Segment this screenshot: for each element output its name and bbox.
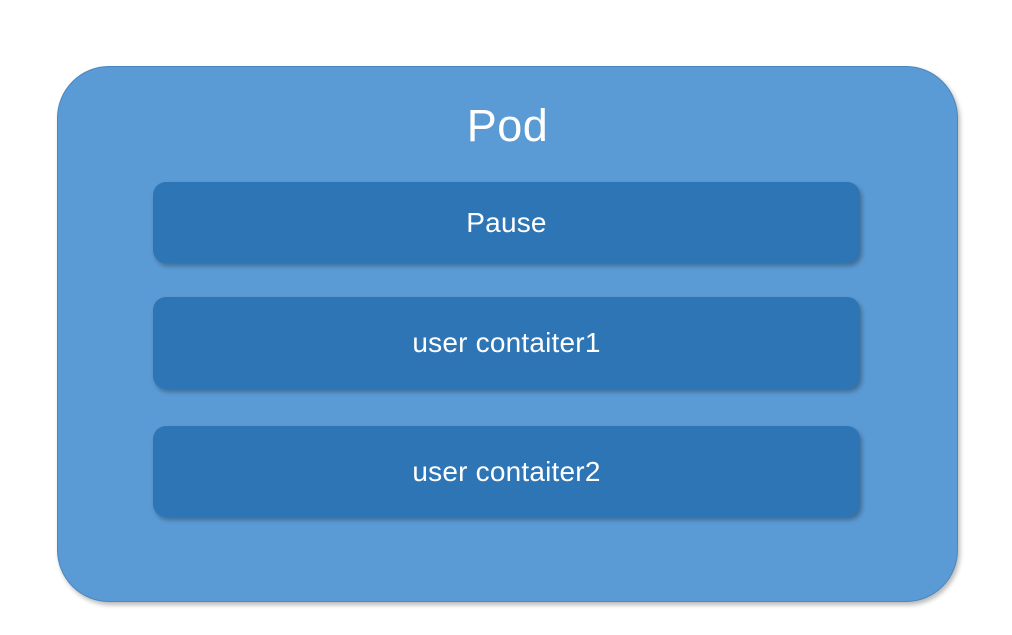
container-box-pause: Pause	[153, 182, 860, 263]
pod-title: Pod	[466, 100, 549, 151]
pod-container: Pod Pause user contaiter1 user contaiter…	[57, 66, 958, 602]
container-box-user1: user contaiter1	[153, 297, 860, 389]
container-label-pause: Pause	[466, 206, 547, 238]
container-label-user2: user contaiter2	[412, 455, 601, 487]
container-box-user2: user contaiter2	[153, 426, 860, 517]
container-label-user1: user contaiter1	[412, 327, 601, 358]
